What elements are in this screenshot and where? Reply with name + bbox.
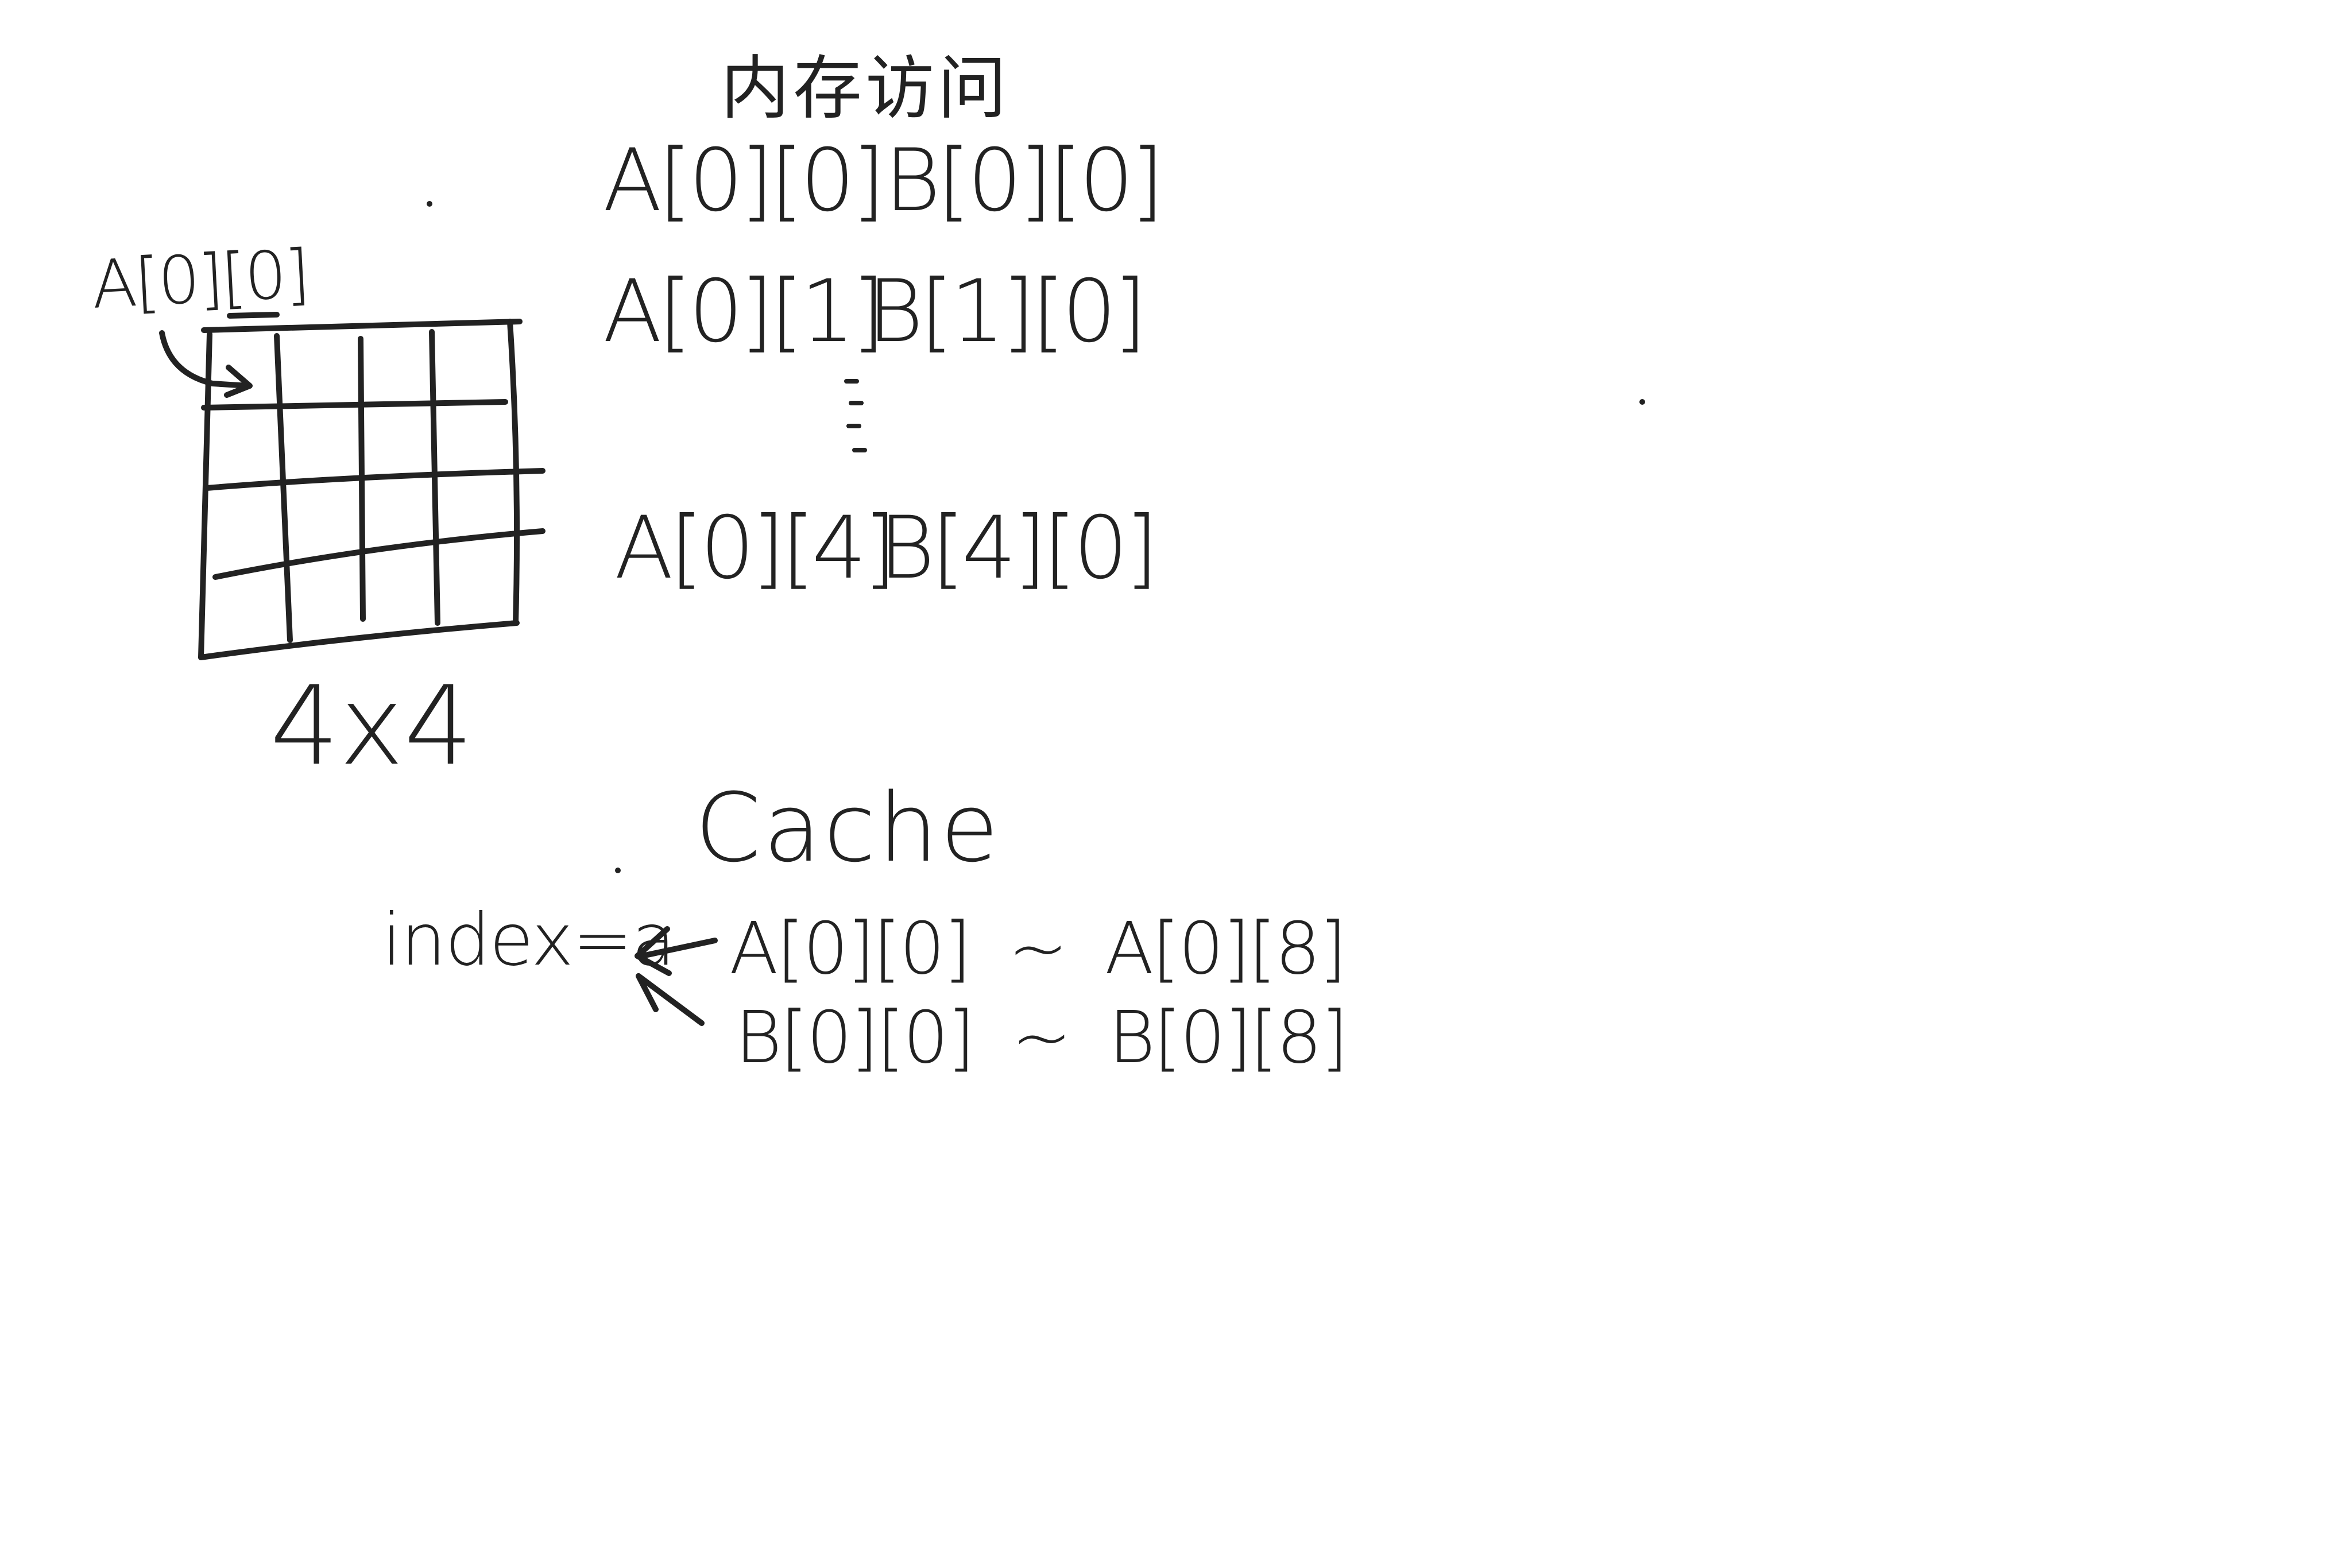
access-a: A[0][0] — [603, 131, 885, 231]
cache-line-from: A[0][0] — [729, 907, 972, 990]
grid-line-h — [212, 528, 546, 580]
stray-dot — [427, 201, 432, 207]
start-label-underline — [227, 312, 280, 319]
grid-size-label: 4x4 — [270, 663, 474, 789]
access-b: B[1][0] — [867, 262, 1147, 362]
matrix-grid — [198, 319, 546, 660]
grid-line-h — [201, 399, 508, 411]
grid-line-v — [507, 319, 520, 626]
grid-line-v — [274, 333, 293, 643]
cache-line-sep: ~ — [1008, 907, 1068, 990]
cache-arrow-b-head — [636, 973, 659, 1012]
cache-arrow-a-head — [635, 926, 672, 976]
grid-line-v — [198, 331, 212, 660]
cache-line-b: B[0][0] ~ B[0][8] — [735, 1002, 1348, 1074]
grid-line-v — [429, 329, 440, 626]
cache-title: Cache — [695, 773, 1001, 883]
cache-line-a: A[0][0] ~ A[0][8] — [729, 913, 1347, 985]
access-a: A[0][4] — [614, 498, 897, 598]
grid-start-label: A[0][0] — [90, 235, 310, 324]
ellipsis-vertical — [838, 379, 873, 459]
access-b: B[0][0] — [884, 131, 1164, 231]
grid-line-v — [358, 336, 366, 622]
cache-line-sep: ~ — [1011, 996, 1072, 1079]
start-arrow-shaft — [159, 330, 251, 389]
cache-arrow-b-shaft — [636, 973, 705, 1026]
start-arrow-head — [224, 365, 253, 398]
grid-line-h — [201, 319, 523, 333]
cache-index-label: index=a — [382, 899, 675, 982]
cache-arrow-a-shaft — [639, 938, 718, 959]
access-b: B[4][0] — [879, 498, 1158, 598]
cache-line-to: B[0][8] — [1108, 996, 1348, 1079]
cache-line-from: B[0][0] — [735, 996, 975, 1079]
stray-dot — [1639, 399, 1645, 405]
cache-line-to: A[0][8] — [1104, 907, 1347, 990]
stray-dot — [615, 868, 621, 873]
memory-access-title: 内存访问 — [721, 49, 1010, 129]
grid-line-h — [198, 620, 520, 660]
grid-line-h — [204, 468, 546, 491]
access-a: A[0][1] — [603, 262, 885, 362]
